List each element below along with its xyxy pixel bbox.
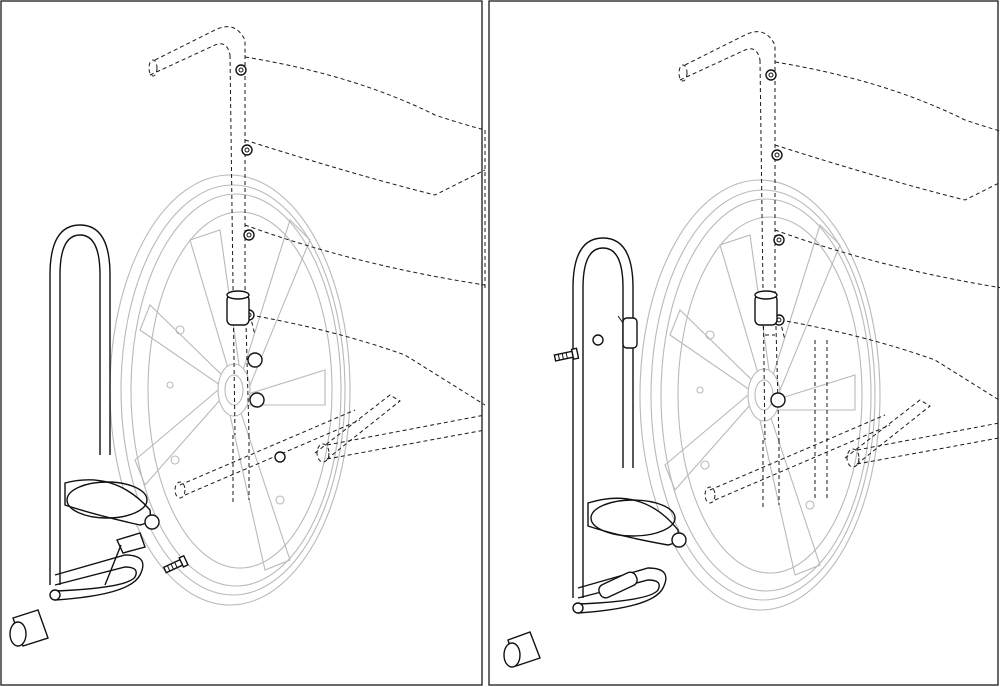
washer-icon <box>592 334 604 346</box>
mounting-screw-icon <box>553 347 580 362</box>
panel-left <box>9 25 486 647</box>
panel-right-frame <box>488 0 999 686</box>
panel-right <box>503 30 1000 668</box>
chair-frame <box>148 25 486 506</box>
end-cap-icon <box>503 631 541 668</box>
mounting-screw-icon <box>162 554 189 574</box>
chair-frame <box>678 30 1000 511</box>
wheelchair-wheel-icon <box>109 174 351 606</box>
end-cap-icon <box>9 609 49 647</box>
panel-left-frame <box>0 0 483 686</box>
oxygen-tank-holder-icon <box>572 237 687 614</box>
tank-strap-icon <box>587 497 679 546</box>
oxygen-tank-holder-icon <box>49 224 160 601</box>
